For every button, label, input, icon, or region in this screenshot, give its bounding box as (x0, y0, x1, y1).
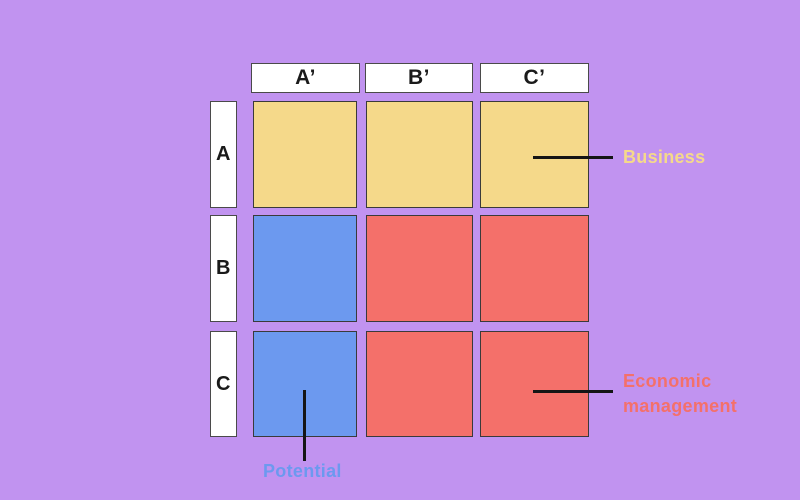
potential-label: Potential (263, 461, 342, 481)
matrix-cell-r1-c3 (480, 101, 589, 208)
column-header-c-prime: C’ (480, 63, 589, 93)
matrix-cell-r1-c1 (253, 101, 357, 208)
column-header-a-prime: A’ (251, 63, 360, 93)
business-callout-line (533, 156, 613, 159)
economic-callout-line (533, 390, 613, 393)
column-header-b-prime: B’ (365, 63, 473, 93)
matrix-cell-r3-c3 (480, 331, 589, 437)
potential-callout-line (303, 390, 306, 461)
matrix-cell-r3-c1 (253, 331, 357, 437)
row-header-c: C (210, 331, 237, 437)
row-header-b: B (210, 215, 237, 322)
matrix-cell-r2-c2 (366, 215, 473, 322)
matrix-cell-r1-c2 (366, 101, 473, 208)
economic-management-label: Economic management (623, 371, 738, 416)
matrix-cell-r2-c1 (253, 215, 357, 322)
row-header-a: A (210, 101, 237, 208)
matrix-cell-r3-c2 (366, 331, 473, 437)
business-label: Business (623, 147, 706, 167)
matrix-cell-r2-c3 (480, 215, 589, 322)
